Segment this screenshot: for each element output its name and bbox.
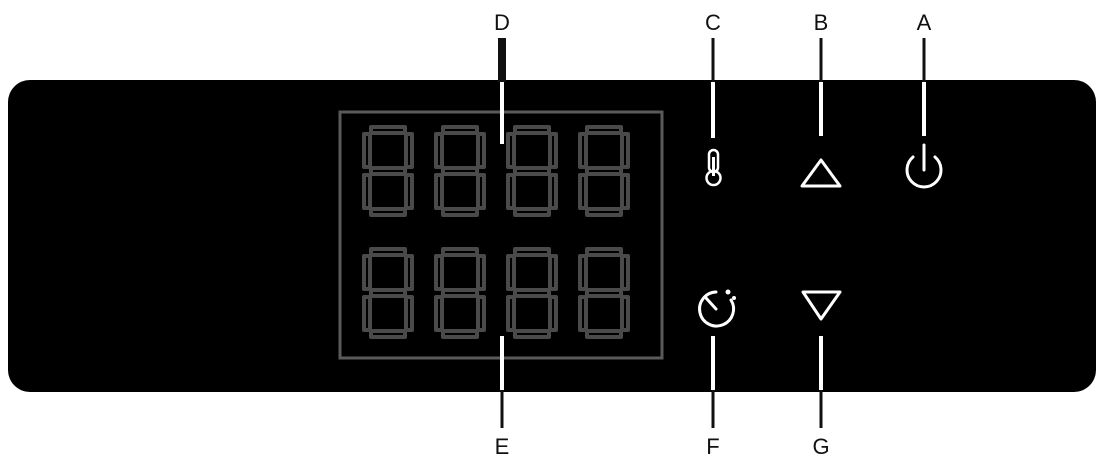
triangle-down-icon — [801, 290, 842, 321]
digit-segment — [476, 254, 486, 291]
digit-segment — [548, 295, 558, 332]
callout-label-f: F — [706, 434, 719, 459]
digit-segment — [404, 295, 414, 332]
timer-button[interactable] — [698, 289, 736, 328]
digit-segment — [506, 173, 516, 210]
digit-segment — [513, 207, 551, 217]
digit-segment — [369, 166, 407, 176]
seven-segment-display — [362, 125, 630, 339]
digit-segment — [513, 288, 551, 298]
digit-segment — [620, 254, 630, 291]
digit-segment — [362, 173, 372, 210]
digit-segment — [476, 295, 486, 332]
digit-segment — [620, 295, 630, 332]
display-digit — [506, 125, 558, 217]
triangle-up-icon — [800, 158, 842, 188]
display-digit — [506, 247, 558, 339]
power-icon — [905, 155, 943, 189]
digit-segment — [476, 132, 486, 169]
digit-segment — [513, 166, 551, 176]
display-digit — [578, 125, 630, 217]
digit-segment — [620, 132, 630, 169]
digit-segment — [548, 132, 558, 169]
display-digit — [434, 247, 486, 339]
callout-label-g: G — [812, 434, 829, 459]
digit-segment — [578, 295, 588, 332]
digit-segment — [404, 173, 414, 210]
digit-segment — [578, 173, 588, 210]
digit-segment — [369, 207, 407, 217]
digit-segment — [548, 254, 558, 291]
digit-segment — [548, 173, 558, 210]
digit-segment — [441, 166, 479, 176]
digit-segment — [585, 166, 623, 176]
digit-segment — [506, 295, 516, 332]
digit-segment — [585, 288, 623, 298]
digit-segment — [434, 173, 444, 210]
power-button[interactable] — [905, 143, 943, 189]
timer-icon — [698, 289, 736, 328]
thermometer-icon — [705, 148, 722, 187]
digit-segment — [441, 288, 479, 298]
leader-lines — [498, 38, 926, 428]
display-digit — [362, 247, 414, 339]
display-digit — [362, 125, 414, 217]
digit-segment — [404, 254, 414, 291]
digit-segment — [434, 295, 444, 332]
digit-segment — [585, 329, 623, 339]
down-button[interactable] — [801, 290, 842, 321]
digit-segment — [476, 173, 486, 210]
control-panel — [8, 80, 1096, 392]
callout-label-b: B — [814, 10, 829, 35]
digit-segment — [404, 132, 414, 169]
display-digit — [578, 247, 630, 339]
digit-segment — [362, 295, 372, 332]
callout-label-a: A — [917, 10, 932, 35]
digit-segment — [585, 207, 623, 217]
display-digit — [434, 125, 486, 217]
digit-segment — [369, 288, 407, 298]
digit-segment — [369, 329, 407, 339]
callout-label-e: E — [495, 434, 510, 459]
temperature-button[interactable] — [705, 148, 722, 187]
callout-label-d: D — [494, 10, 510, 35]
digit-segment — [513, 329, 551, 339]
digit-segment — [441, 207, 479, 217]
digit-segment — [441, 329, 479, 339]
digit-segment — [620, 173, 630, 210]
callout-label-c: C — [705, 10, 721, 35]
up-button[interactable] — [800, 158, 842, 188]
